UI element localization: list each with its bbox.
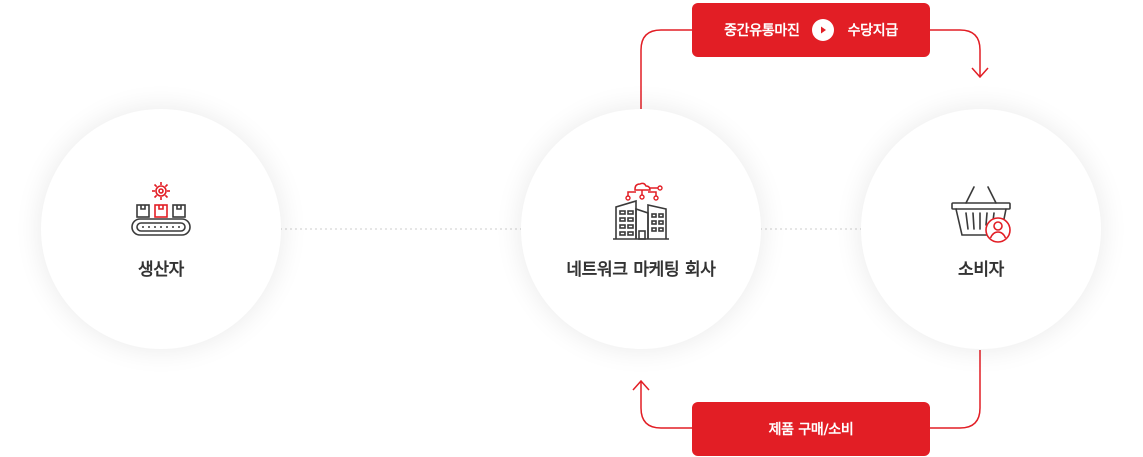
commission-label: 수당지급 [847,23,899,39]
purchase-label: 제품 구매/소비 [768,422,854,438]
down-arrow-icon [971,67,989,79]
conveyor-gear-icon [128,179,194,245]
top-flow-line [640,29,981,110]
producer-node: 생산자 [41,109,281,349]
play-icon [811,19,834,41]
purchase-pill: 제품 구매/소비 [692,402,930,456]
margin-commission-pill: 중간유통마진 수당지급 [692,3,930,57]
producer-label: 생산자 [137,259,185,280]
consumer-label: 소비자 [957,259,1005,280]
company-label: 네트워크 마케팅 회사 [566,259,716,280]
company-node: 네트워크 마케팅 회사 [521,109,761,349]
bottom-flow-line [640,350,981,429]
margin-label: 중간유통마진 [724,23,800,39]
up-arrow-icon [632,379,650,391]
network-building-icon [608,179,674,245]
basket-user-icon [948,179,1014,245]
consumer-node: 소비자 [861,109,1101,349]
